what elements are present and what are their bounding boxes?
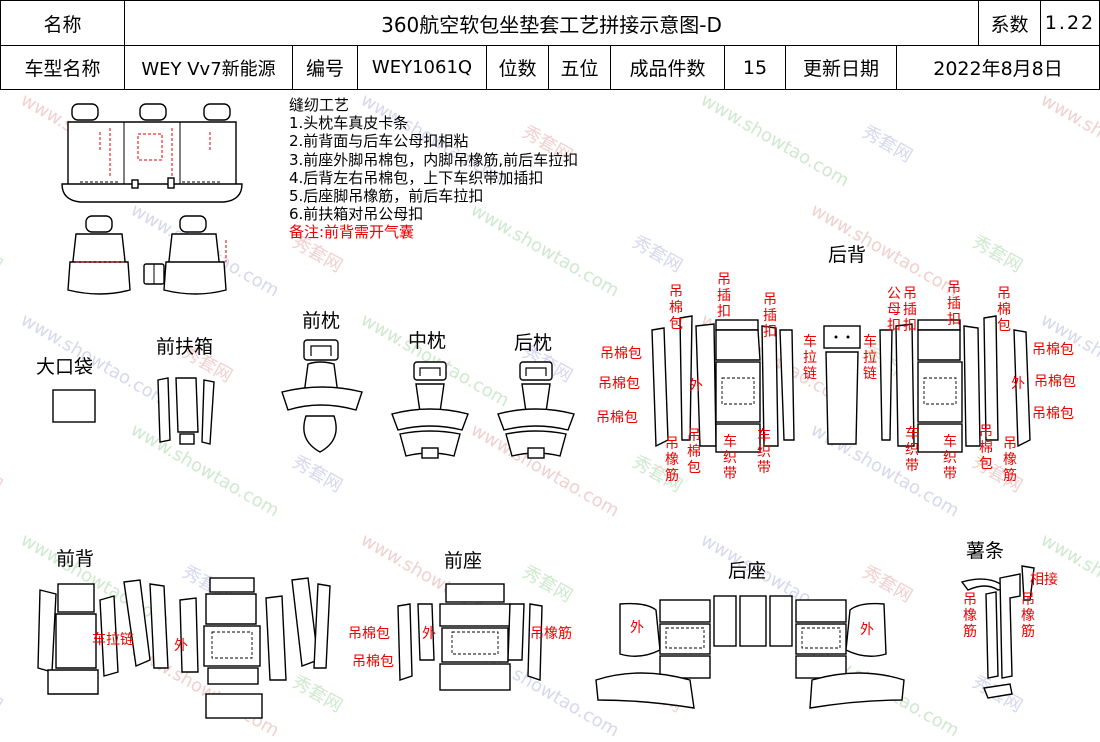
anno-outer: 外 (630, 620, 644, 636)
note-item-4: 4.后背左右吊棉包，上下车织带加插扣 (289, 168, 544, 187)
note-item-1: 1.头枕车真皮卡条 (289, 114, 409, 133)
pieces-label: 成品件数 (610, 45, 725, 90)
seats-label: 位数 (486, 45, 549, 90)
anno-outer: 外 (1011, 376, 1025, 392)
label-big-pocket: 大口袋 (36, 356, 94, 378)
anno-webbing-vertical: 车织带 (905, 426, 919, 474)
anno-hang-cotton-vertical: 吊棉包 (997, 286, 1011, 334)
anno-outer: 外 (422, 626, 436, 642)
anno-hang-cotton: 吊棉包 (352, 654, 394, 670)
anno-hang-buckle-vertical: 吊插扣 (763, 292, 777, 340)
anno-seam: 相接 (1030, 572, 1058, 588)
label-front-pillow: 前枕 (302, 310, 341, 332)
anno-hang-elastic-vertical: 吊橡筋 (665, 436, 679, 484)
anno-hang-buckle-vertical: 吊插扣 (947, 280, 961, 328)
note-item-2: 2.前背面与后车公母扣相粘 (289, 132, 469, 151)
strip-pieces (960, 565, 1035, 699)
anno-hang-elastic: 吊橡筋 (530, 626, 572, 642)
model-value: WEY Vv7新能源 (124, 45, 293, 90)
label-rear-back: 后背 (828, 244, 867, 266)
anno-hang-cotton-vertical: 吊棉包 (979, 424, 993, 472)
anno-webbing-vertical: 车织带 (723, 434, 737, 482)
big-pocket-piece (52, 389, 96, 423)
rear-seat-pieces (595, 595, 905, 709)
anno-outer: 外 (174, 638, 188, 654)
anno-hang-cotton: 吊棉包 (1032, 342, 1074, 358)
note-item-5: 5.后座脚吊橡筋，前后车拉扣 (289, 187, 484, 206)
anno-hang-cotton: 吊棉包 (348, 626, 390, 642)
anno-webbing-vertical: 车织带 (943, 434, 957, 482)
anno-hang-cotton: 吊棉包 (596, 410, 638, 426)
anno-sew-zipper: 车拉链 (92, 632, 134, 648)
anno-webbing-vertical: 车织带 (757, 428, 771, 476)
anno-hang-cotton-vertical: 吊棉包 (669, 284, 683, 332)
anno-hang-cotton: 吊棉包 (1032, 406, 1074, 422)
label-front-seat: 前座 (444, 550, 483, 572)
anno-hang-cotton: 吊棉包 (1034, 374, 1076, 390)
seat-overview-rear (61, 103, 243, 203)
anno-hang-elastic-vertical: 吊橡筋 (1003, 436, 1017, 484)
date-value: 2022年8月8日 (896, 45, 1100, 90)
anno-outer: 外 (860, 622, 874, 638)
sewing-notes: 缝纫工艺 1.头枕车真皮卡条 2.前背面与后车公母扣相粘 3.前座外脚吊棉包，内… (289, 96, 578, 242)
pieces-value: 15 (724, 45, 786, 90)
anno-zipper-vertical: 车拉链 (863, 334, 877, 382)
anno-hang-elastic-vertical: 吊橡筋 (1021, 592, 1035, 640)
note-item-3: 3.前座外脚吊棉包，内脚吊橡筋,前后车拉扣 (289, 150, 579, 169)
label-strip: 薯条 (966, 540, 1005, 562)
anno-zipper-vertical: 车拉链 (803, 334, 817, 382)
coef-label: 系数 (978, 0, 1041, 46)
anno-hang-cotton: 吊棉包 (600, 346, 642, 362)
anno-hang-buckle-vertical: 吊插扣 (903, 286, 917, 334)
anno-male-female-vertical: 公母扣 (887, 286, 901, 334)
label-front-back: 前背 (56, 548, 95, 570)
anno-hang-cotton: 吊棉包 (598, 376, 640, 392)
anno-hang-buckle-vertical: 吊插扣 (717, 272, 731, 320)
name-label: 名称 (0, 0, 125, 46)
front-armrest-pieces (157, 377, 215, 445)
notes-title: 缝纫工艺 (289, 96, 350, 114)
front-pillow-pieces (281, 339, 363, 453)
front-seat-pieces (397, 583, 543, 691)
front-back-pieces (37, 577, 331, 719)
label-rear-pillow: 后枕 (514, 332, 553, 354)
anno-hang-cotton-vertical: 吊棉包 (687, 428, 701, 476)
anno-hang-elastic-vertical: 吊橡筋 (963, 592, 977, 640)
seats-value: 五位 (548, 45, 611, 90)
middle-pillow-pieces (391, 361, 469, 459)
rear-back-pieces (651, 315, 1031, 453)
rear-pillow-pieces (497, 361, 575, 459)
label-front-armrest: 前扶箱 (156, 336, 214, 358)
anno-outer: 外 (689, 378, 703, 394)
label-middle-pillow: 中枕 (408, 330, 447, 352)
note-item-6: 6.前扶箱对吊公母扣 (289, 205, 424, 224)
seat-overview-front (67, 215, 227, 295)
notes-remark: 备注:前背需开气囊 (289, 223, 415, 242)
label-rear-seat: 后座 (728, 560, 767, 582)
